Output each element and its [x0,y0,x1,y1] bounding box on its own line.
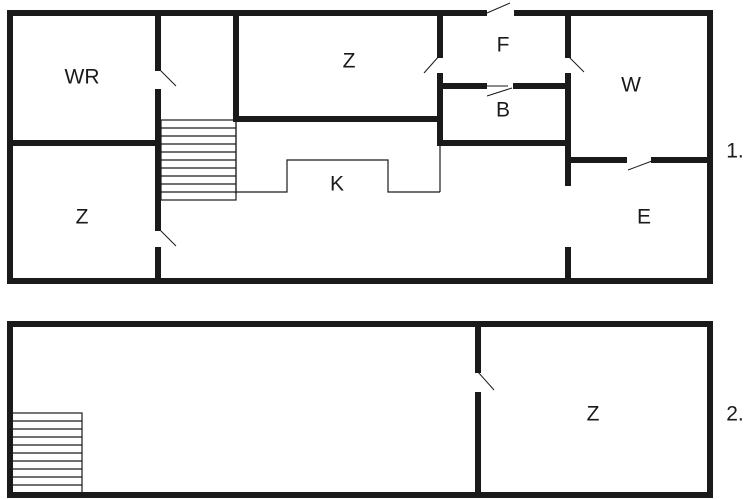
floor-2-plan: Z 2. [7,321,744,498]
wall-center-vertical [437,10,571,146]
floor-1-outer-wall [7,10,713,284]
wall-z-room [233,10,443,122]
door-icon [157,67,177,247]
floor-1-plan: WR Z F B W K Z E 1. [7,2,744,284]
room-label: B [496,99,510,122]
door-icon [484,85,513,97]
room-label: W [621,74,641,97]
floor-2-outer-wall [7,321,713,498]
floor-label: 1. [726,140,744,163]
room-label: Z [343,50,356,73]
room-label: Z [76,206,89,229]
room-label: WR [65,66,100,89]
kitchen-counter [236,159,440,193]
room-label: E [637,206,651,229]
stairs-floor-2 [11,412,83,494]
door-icon [627,160,653,171]
room-label: Z [587,403,600,426]
door-icon [567,55,585,73]
door-icon [477,371,495,391]
floor-label: 2. [726,403,744,426]
room-label: K [330,173,344,196]
stairs-floor-1 [160,119,237,201]
door-icon [423,54,441,74]
door-icon [486,2,511,14]
room-label: F [497,34,510,57]
